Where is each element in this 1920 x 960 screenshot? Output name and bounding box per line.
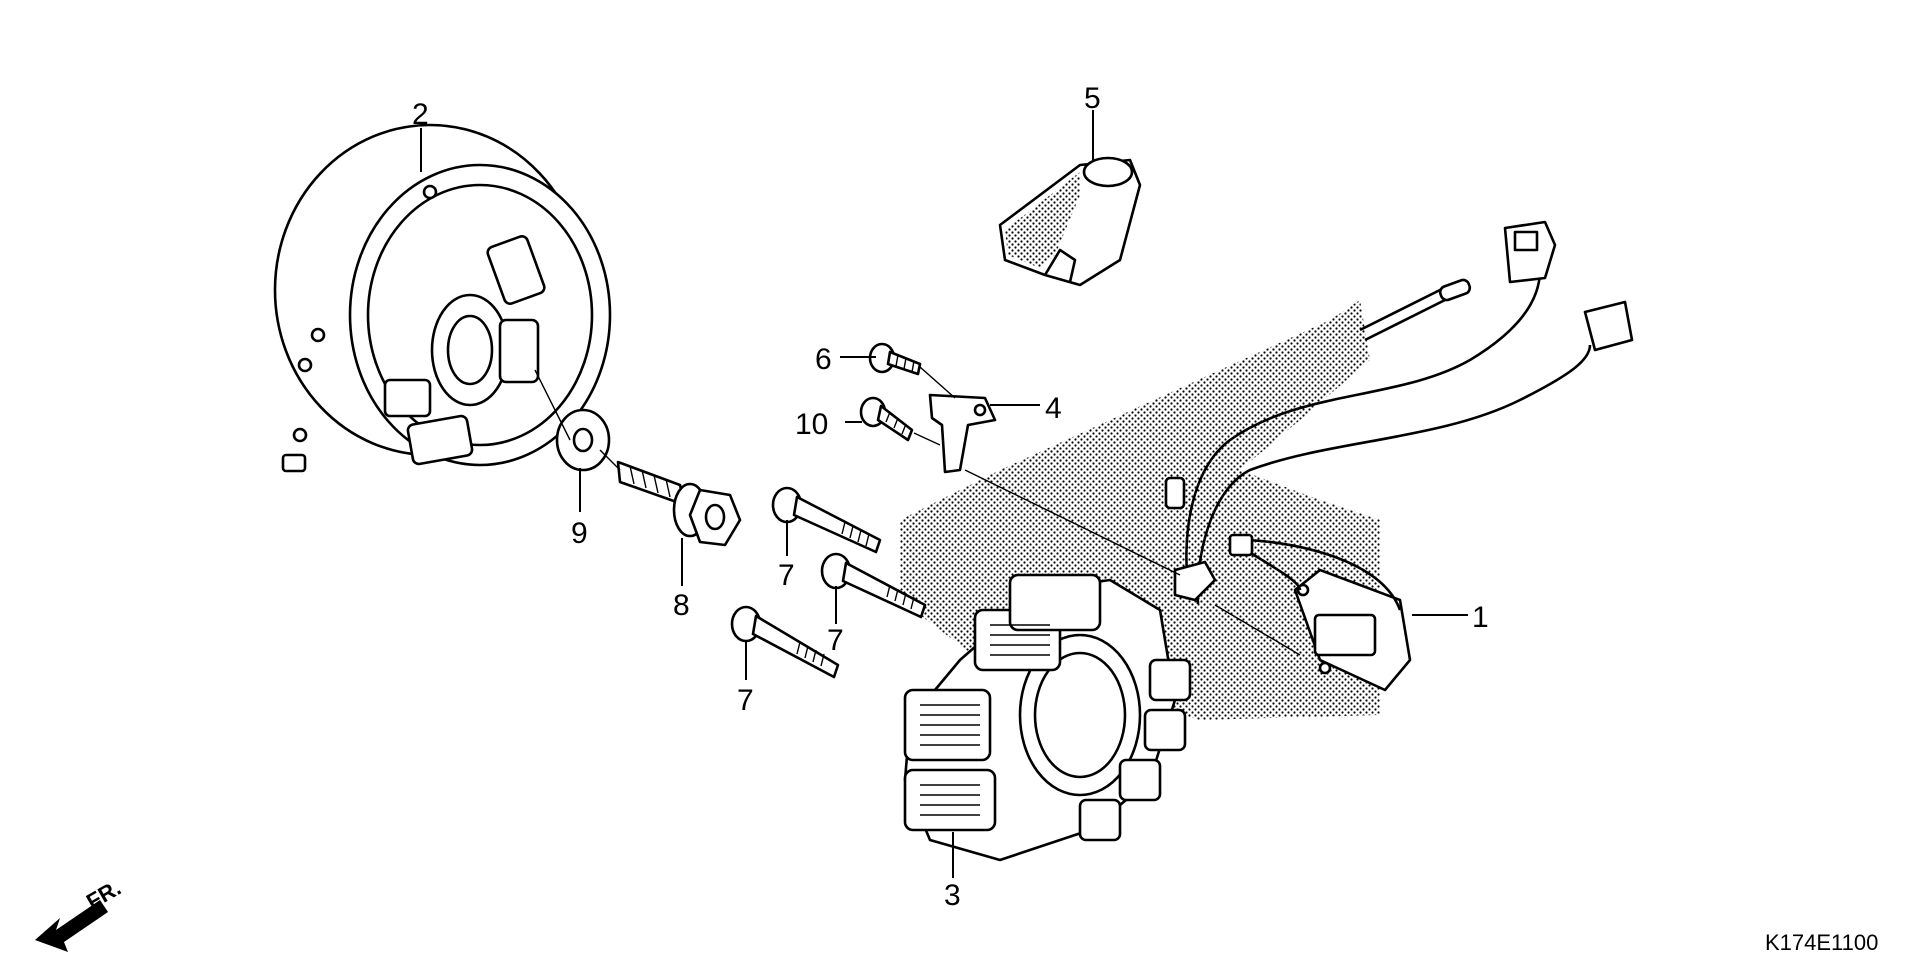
- bolt-10: [859, 396, 914, 442]
- washer: [555, 408, 611, 472]
- callout-6: 6: [815, 343, 832, 376]
- bolt-6: [868, 342, 922, 376]
- callout-9: 9: [571, 517, 588, 550]
- front-direction-arrow: FR.: [35, 875, 125, 952]
- leader-lines: [420, 110, 1468, 878]
- callout-5: 5: [1084, 82, 1101, 115]
- long-bolt-c: [730, 605, 840, 679]
- flywheel-rotor: [273, 123, 612, 473]
- bracket-clip: [928, 393, 997, 474]
- flange-bolt: [616, 460, 742, 547]
- callout-7-lower: 7: [737, 684, 754, 717]
- callout-labels: 2 5 1 4 6 10 9 8 7 7 7 3: [412, 82, 1489, 912]
- wire-clamp-cover: [998, 156, 1142, 287]
- callout-7-upper: 7: [778, 559, 795, 592]
- stator: [903, 573, 1192, 862]
- pulser-coil-harness: [1164, 220, 1634, 692]
- long-bolt-b: [820, 552, 927, 619]
- callout-8: 8: [673, 589, 690, 622]
- diagram-code: K174E1100: [1765, 930, 1878, 955]
- callout-10: 10: [795, 408, 828, 441]
- callout-2: 2: [412, 98, 429, 131]
- callout-7-middle: 7: [827, 624, 844, 657]
- long-bolt-a: [771, 486, 882, 554]
- callout-4: 4: [1045, 392, 1062, 425]
- callout-1: 1: [1472, 601, 1489, 634]
- callout-3: 3: [944, 879, 961, 912]
